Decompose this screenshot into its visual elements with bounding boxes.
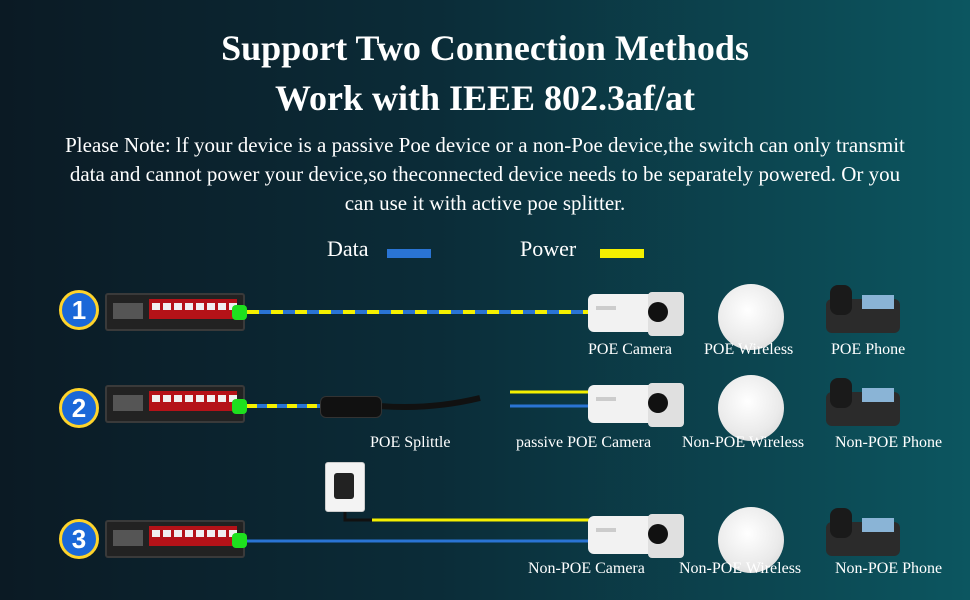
row2-port-icon — [232, 399, 247, 414]
row3-phone-icon — [826, 508, 900, 556]
note-line: Please Note: lf your device is a passive… — [65, 133, 905, 157]
row3-wireless-ap-icon — [718, 507, 784, 573]
row2-poe-switch — [105, 385, 245, 423]
row1-phone-icon — [826, 285, 900, 333]
switch-ports — [149, 526, 237, 546]
row3-port-icon — [232, 533, 247, 548]
row2-phone-label: Non-POE Phone — [835, 434, 943, 451]
row1-number-badge: 1 — [59, 290, 99, 330]
row3-power-adapter-icon — [325, 462, 365, 512]
row3-number-badge: 3 — [59, 519, 99, 559]
row1-camera-icon — [588, 292, 684, 336]
row1-wireless-label: POE Wireless — [704, 341, 794, 358]
note-line: data and cannot power your device,so the… — [69, 162, 901, 186]
row3-camera-icon — [588, 514, 684, 558]
row3-camera-label: Non-POE Camera — [528, 560, 645, 577]
row3-wireless-label: Non-POE Wireless — [679, 560, 802, 577]
row1-camera-label: POE Camera — [588, 341, 672, 358]
row2-wireless-label: Non-POE Wireless — [682, 434, 805, 451]
switch-ports — [149, 391, 237, 411]
row1-poe-switch — [105, 293, 245, 331]
legend-power-swatch — [600, 249, 644, 258]
row2-number-badge: 2 — [59, 388, 99, 428]
row2-phone-icon — [826, 378, 900, 426]
row3-adapter-cable — [343, 510, 372, 522]
row3-poe-switch — [105, 520, 245, 558]
note-line: can use it with active poe splitter. — [344, 191, 626, 215]
legend-data-swatch — [387, 249, 431, 258]
row2-camera-icon — [588, 383, 684, 427]
main-title: Support Two Connection Methods — [221, 28, 749, 68]
subtitle: Work with IEEE 802.3af/at — [274, 78, 696, 118]
row3-phone-label: Non-POE Phone — [835, 560, 943, 577]
row1-wireless-ap-icon — [718, 284, 784, 350]
legend-power-label: Power — [520, 236, 577, 261]
row2-splitter-label: POE Splittle — [370, 434, 451, 451]
row1-port-icon — [232, 305, 247, 320]
row2-poe-splitter-icon — [320, 396, 382, 418]
row1-phone-label: POE Phone — [831, 341, 906, 358]
row2-black-cable — [379, 395, 481, 410]
row2-camera-label: passive POE Camera — [516, 434, 652, 451]
legend-data-label: Data — [327, 236, 369, 261]
row2-wireless-ap-icon — [718, 375, 784, 441]
note-paragraph: Please Note: lf your device is a passive… — [20, 131, 950, 218]
switch-ports — [149, 299, 237, 319]
